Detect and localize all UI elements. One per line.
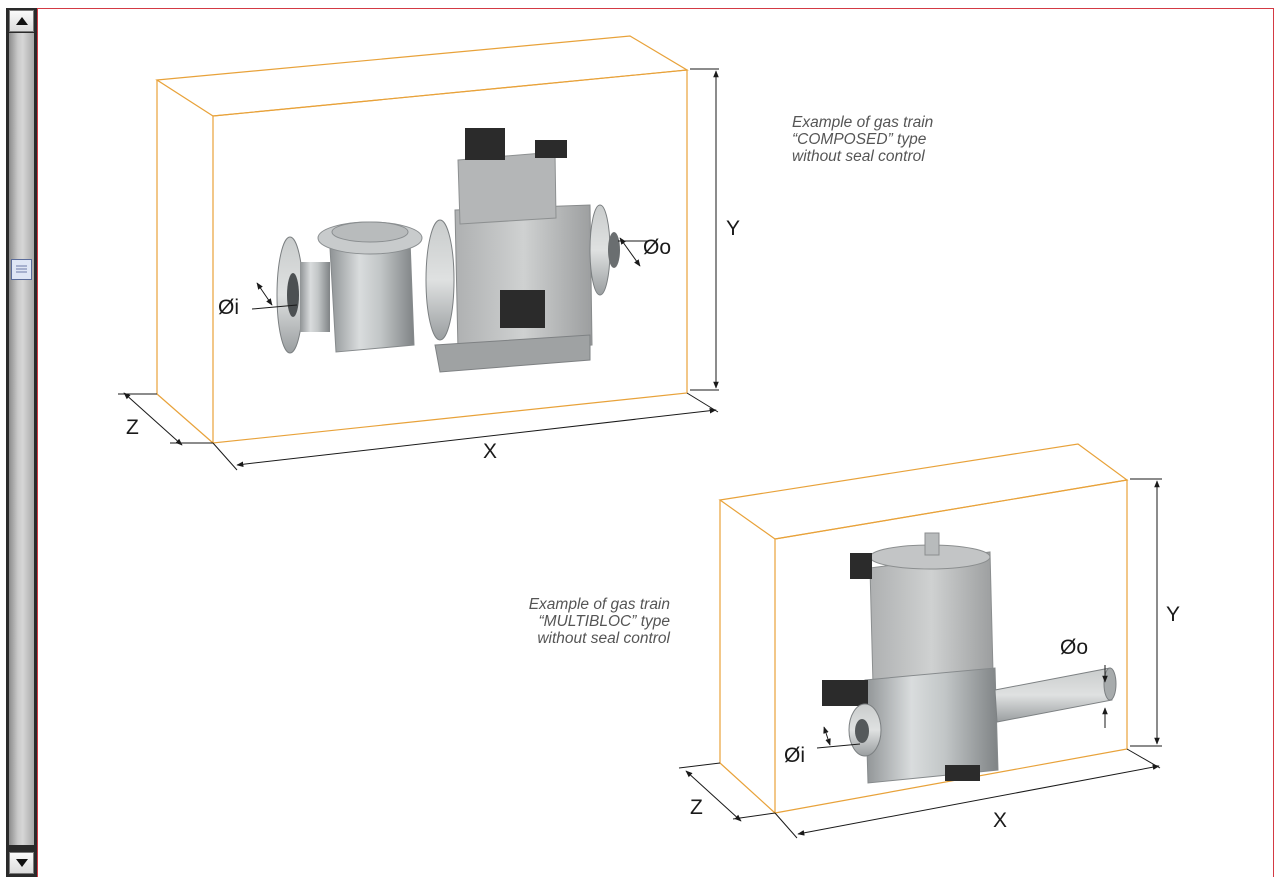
composed-label-inlet-diameter: Øi xyxy=(218,296,239,319)
multibloc-dimension-lines xyxy=(678,478,1162,839)
composed-label-y: Y xyxy=(726,217,741,240)
vertical-scrollbar[interactable] xyxy=(6,8,37,877)
triangle-down-icon xyxy=(15,859,28,867)
caption-multibloc-line1: Example of gas train xyxy=(528,596,670,613)
composed-label-x: X xyxy=(483,440,498,463)
triangle-up-icon xyxy=(15,17,28,25)
caption-multibloc-line2: “MULTIBLOC” type xyxy=(538,613,671,630)
document-frame xyxy=(37,8,1274,877)
caption-composed-line3: without seal control xyxy=(792,148,925,165)
scroll-up-button[interactable] xyxy=(9,10,34,32)
multibloc-label-y: Y xyxy=(1166,603,1181,626)
scroll-down-button[interactable] xyxy=(9,852,34,874)
composed-label-outlet-diameter: Øo xyxy=(643,236,672,259)
composed-dimension-lines xyxy=(118,68,719,471)
multibloc-label-x: X xyxy=(993,809,1008,832)
caption-multibloc-line3: without seal control xyxy=(537,630,670,647)
multibloc-label-outlet-diameter: Øo xyxy=(1060,636,1089,659)
multibloc-label-inlet-diameter: Øi xyxy=(784,744,805,767)
scroll-track[interactable] xyxy=(9,33,34,845)
grip-lines-icon xyxy=(16,265,27,273)
scroll-thumb[interactable] xyxy=(11,259,32,280)
caption-multibloc: Example of gas train “MULTIBLOC” type wi… xyxy=(470,596,670,647)
multibloc-gas-train-image xyxy=(822,532,1117,784)
multibloc-label-z: Z xyxy=(690,796,703,819)
caption-composed-line2: “COMPOSED” type xyxy=(792,131,927,148)
composed-label-z: Z xyxy=(126,416,139,439)
caption-composed: Example of gas train “COMPOSED” type wit… xyxy=(792,114,933,165)
caption-composed-line1: Example of gas train xyxy=(792,114,934,131)
composed-gas-train-image xyxy=(276,128,620,373)
